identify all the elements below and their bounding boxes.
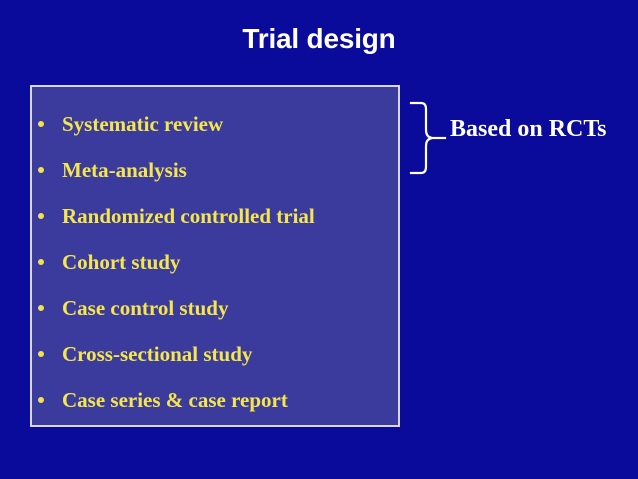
list-item-label: Systematic review <box>62 112 224 136</box>
right-curly-brace-icon <box>409 101 447 175</box>
bullet-dot-icon <box>38 167 44 173</box>
list-item-label: Randomized controlled trial <box>62 204 315 228</box>
rct-caption-label: Based on RCTs <box>450 116 607 142</box>
bullet-dot-icon <box>38 397 44 403</box>
list-item: Case control study <box>32 285 398 331</box>
bullet-dot-icon <box>38 121 44 127</box>
list-item: Meta-analysis <box>32 147 398 193</box>
study-design-box: Systematic review Meta-analysis Randomiz… <box>30 85 400 427</box>
page-title: Trial design <box>242 23 396 54</box>
list-item-label: Meta-analysis <box>62 158 187 182</box>
bullet-dot-icon <box>38 305 44 311</box>
list-item: Cross-sectional study <box>32 331 398 377</box>
list-item: Cohort study <box>32 239 398 285</box>
list-item-label: Case series & case report <box>62 388 288 412</box>
list-item: Systematic review <box>32 101 398 147</box>
bullet-dot-icon <box>38 213 44 219</box>
bullet-dot-icon <box>38 259 44 265</box>
list-item-label: Cross-sectional study <box>62 342 253 366</box>
rct-annotation-group: Based on RCTs <box>405 100 635 180</box>
list-item-label: Case control study <box>62 296 229 320</box>
bullet-dot-icon <box>38 351 44 357</box>
list-item: Case series & case report <box>32 377 398 423</box>
list-item-label: Cohort study <box>62 250 181 274</box>
list-item: Randomized controlled trial <box>32 193 398 239</box>
study-design-list: Systematic review Meta-analysis Randomiz… <box>32 87 398 439</box>
